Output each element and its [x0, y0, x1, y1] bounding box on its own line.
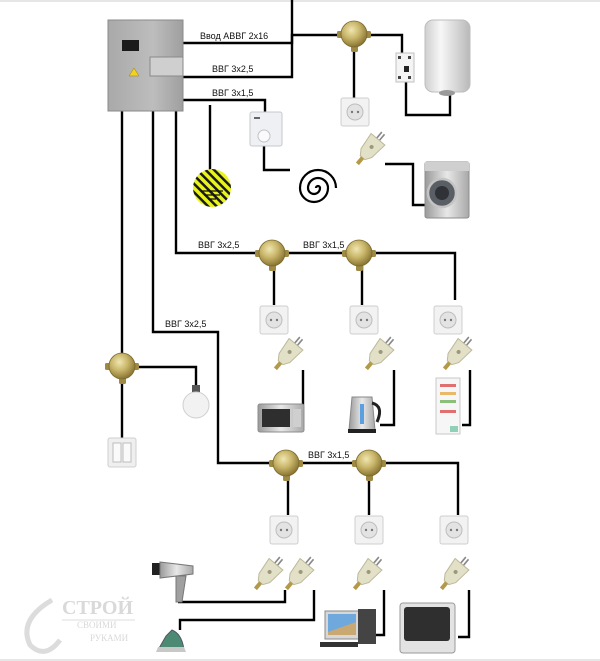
wire-heating-feed — [183, 98, 267, 112]
wire-plug-kettle — [380, 370, 396, 427]
cable-label-room-between: ВВГ 3х1,5 — [308, 450, 349, 460]
power-plug — [437, 331, 478, 376]
power-socket — [269, 515, 299, 545]
panel-breaker-cover — [149, 56, 184, 77]
wire-jb1-rcd — [368, 33, 404, 55]
light-switch — [107, 437, 137, 468]
wire-kitchen-jb3-end — [373, 251, 457, 300]
wire-room-jb5-end — [383, 461, 460, 515]
light-bulb — [182, 385, 210, 419]
tv — [399, 602, 456, 654]
wire-boiler-feed — [183, 33, 340, 79]
grounding-symbol — [193, 169, 231, 207]
junction-box — [104, 352, 140, 385]
power-plug — [359, 331, 400, 376]
iron — [156, 629, 186, 652]
power-plug — [248, 551, 289, 596]
junction-box — [268, 449, 304, 482]
wire-thermostat-coil — [262, 146, 290, 172]
power-plug — [347, 551, 388, 596]
top-border — [0, 0, 600, 2]
wire-plug-computer — [376, 590, 386, 637]
cable-label-input: Ввод АВВГ 2х16 — [200, 31, 268, 41]
water-heater — [424, 19, 471, 96]
power-socket — [433, 305, 463, 335]
power-socket — [439, 515, 469, 545]
power-plug — [434, 551, 475, 596]
wire-light-jb-lamp — [137, 365, 198, 385]
wire-plug-tv — [458, 590, 471, 639]
junction-box — [341, 239, 377, 272]
computer — [320, 609, 376, 647]
hair-dryer — [152, 561, 194, 603]
junction-box — [351, 449, 387, 482]
power-socket — [340, 97, 370, 127]
wire-room-feed — [151, 110, 272, 465]
power-plug — [350, 126, 391, 171]
refrigerator — [435, 377, 461, 435]
wire-kitchen-feed — [174, 110, 258, 255]
wire-plug-iron — [178, 590, 316, 630]
cable-label-boiler: ВВГ 3х2,5 — [212, 64, 253, 74]
junction-box — [254, 239, 290, 272]
watermark-line1: СТРОЙ — [62, 596, 133, 619]
bottom-border — [0, 659, 600, 661]
power-plug — [268, 331, 309, 376]
washing-machine — [424, 161, 470, 219]
cable-label-heating: ВВГ 3х1,5 — [212, 88, 253, 98]
wire-plug-washer — [385, 162, 425, 207]
power-socket — [349, 305, 379, 335]
junction-box — [336, 20, 372, 53]
heating-coil-icon — [298, 168, 338, 204]
power-socket — [354, 515, 384, 545]
watermark-logo: СТРОЙ СВОИМИ РУКАМИ — [24, 596, 135, 654]
wire-rcd-boiler — [404, 80, 452, 117]
cable-label-kitchen-between: ВВГ 3х1,5 — [303, 240, 344, 250]
wire-plug-fridge — [462, 370, 472, 427]
cable-label-kitchen: ВВГ 3х2,5 — [198, 240, 239, 250]
watermark-line3: РУКАМИ — [90, 633, 129, 643]
wire-plug-hairdryer — [178, 590, 287, 604]
rcd-breaker — [395, 52, 415, 83]
microwave — [257, 403, 305, 433]
power-plug — [279, 551, 320, 596]
electrical-panel — [107, 19, 184, 112]
wires — [120, 0, 472, 639]
power-socket — [259, 305, 289, 335]
kettle — [348, 396, 382, 433]
warning-icon — [128, 67, 140, 77]
panel-meter-window — [122, 40, 139, 51]
cable-label-room: ВВГ 3х2,5 — [165, 319, 206, 329]
thermostat — [249, 111, 283, 147]
watermark-line2: СВОИМИ — [77, 620, 117, 630]
